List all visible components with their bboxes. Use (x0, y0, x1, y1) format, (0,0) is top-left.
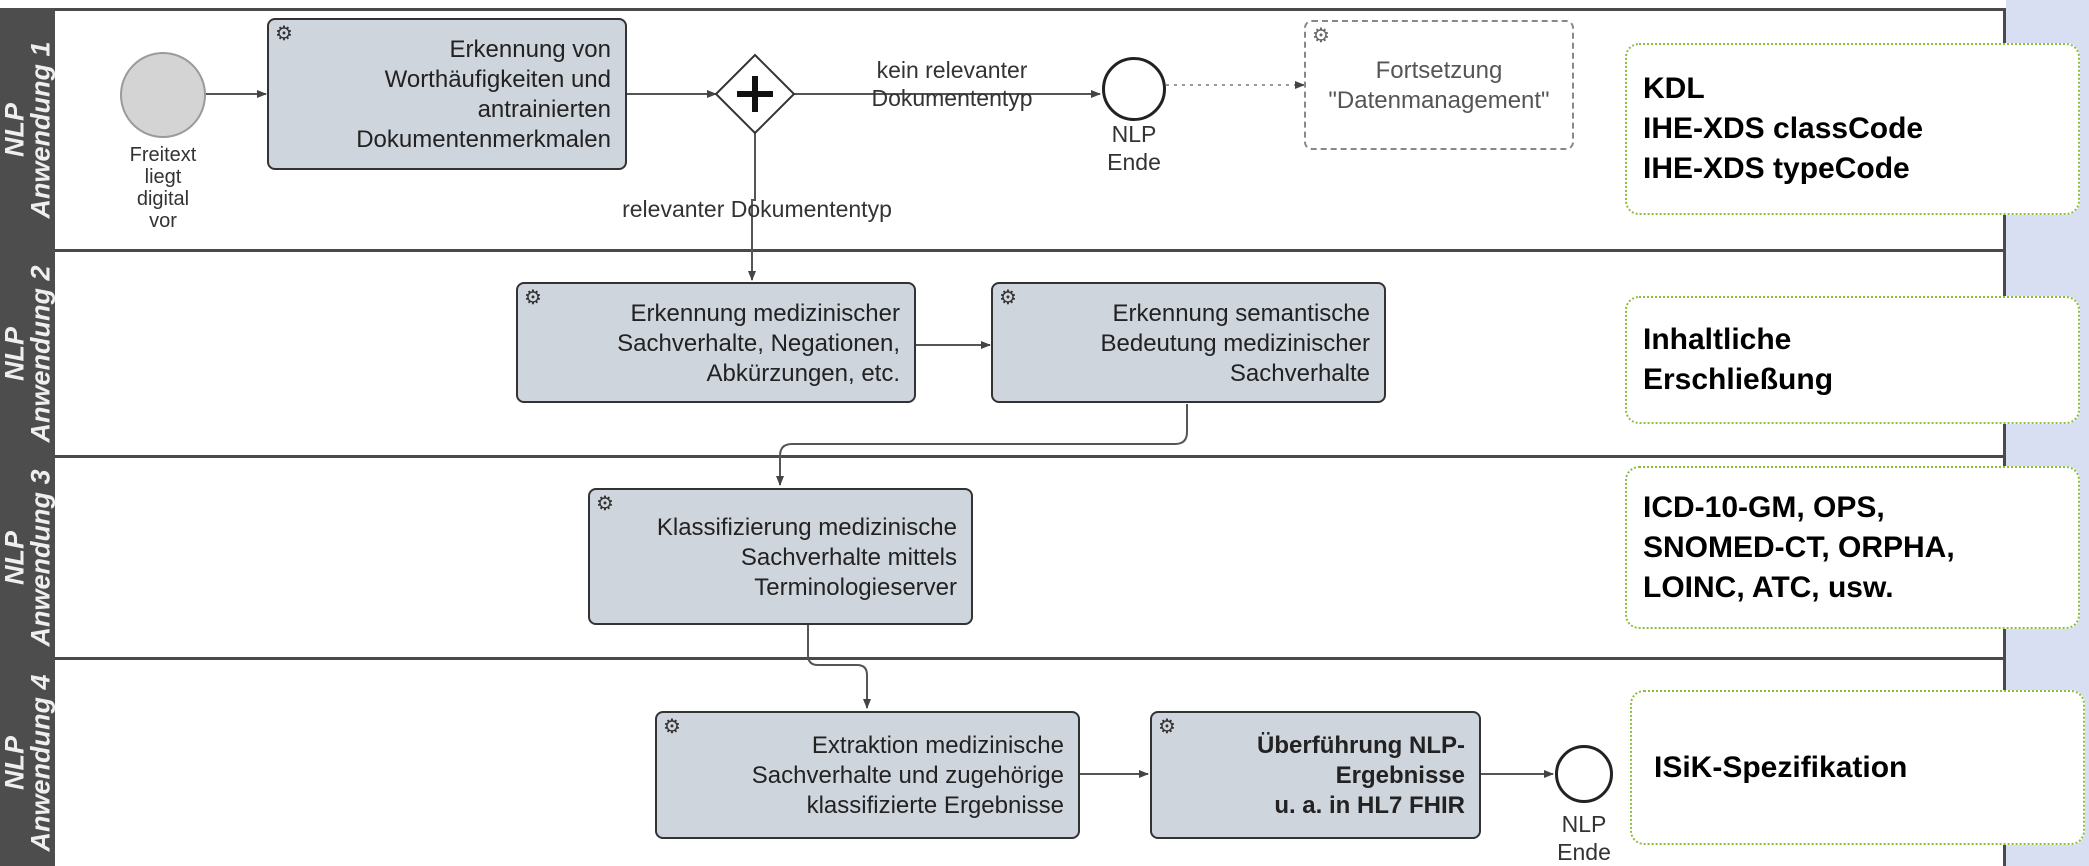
annotation-text: Inhaltliche Erschließung (1643, 323, 1834, 396)
flow-gateway-to-t2a (748, 133, 756, 281)
gear-icon: ⚙ (999, 287, 1017, 309)
lane-header-3: NLP Anwendung 3 (0, 457, 56, 659)
task-klassifizierung[interactable]: ⚙ Klassifizierung medizinische Sachverha… (588, 488, 973, 625)
task-worthaeufigkeiten[interactable]: ⚙ Erkennung von Worthäufigkeiten und ant… (267, 18, 627, 170)
flow-t2b-to-t3 (776, 404, 1188, 486)
flow-label-relevant: relevanter Dokumententyp (622, 196, 892, 222)
gear-icon: ⚙ (663, 716, 681, 738)
lane-separator-2 (55, 455, 2006, 458)
gear-icon: ⚙ (275, 23, 293, 45)
task-label: Erkennung semantische Bedeutung medizini… (1100, 299, 1371, 387)
parallel-gateway-plus-icon (714, 53, 796, 135)
annotation-terminologien: ICD-10-GM, OPS, SNOMED-CT, ORPHA, LOINC,… (1625, 466, 2080, 629)
annotation-text: ICD-10-GM, OPS, SNOMED-CT, ORPHA, LOINC,… (1643, 490, 1955, 604)
lane-separator-3 (55, 657, 2006, 660)
task-label: Fortsetzung "Datenmanagement" (1328, 57, 1550, 114)
end-event-2 (1555, 745, 1613, 803)
gear-icon: ⚙ (596, 493, 614, 515)
annotation-text: ISiK-Spezifikation (1654, 750, 1908, 784)
annotation-text: KDL IHE-XDS classCode IHE-XDS typeCode (1643, 72, 1924, 185)
annotation-isik: ISiK-Spezifikation (1630, 690, 2085, 845)
flow-t3-to-t4a (807, 625, 871, 709)
end-event-2-label: NLP Ende (1557, 811, 1611, 865)
lane-header-2: NLP Anwendung 2 (0, 251, 56, 457)
task-label: Klassifizierung medizinische Sachverhalt… (656, 513, 957, 601)
task-fortsetzung-datenmanagement[interactable]: ⚙ Fortsetzung "Datenmanagement" (1304, 20, 1574, 150)
task-label: Extraktion medizinische Sachverhalte und… (751, 732, 1064, 819)
task-label: Erkennung medizinischer Sachverhalte, Ne… (617, 299, 900, 387)
task-label: Überführung NLP- Ergebnisse u. a. in HL7… (1257, 732, 1465, 819)
start-event (120, 52, 206, 138)
flow-label-not-relevant: kein relevanter Dokumententyp (871, 57, 1033, 111)
annotation-kdl-ihe-xds: KDL IHE-XDS classCode IHE-XDS typeCode (1625, 43, 2080, 215)
task-label: Erkennung von Worthäufigkeiten und antra… (356, 36, 611, 153)
annotation-inhaltliche-erschliessung: Inhaltliche Erschließung (1625, 296, 2080, 424)
start-event-label: Freitext liegt digital vor (129, 144, 197, 232)
lane-header-4: NLP Anwendung 4 (0, 659, 56, 866)
lane-separator-1 (55, 249, 2006, 252)
task-erkennung-sachverhalte[interactable]: ⚙ Erkennung medizinischer Sachverhalte, … (516, 282, 916, 403)
gear-icon: ⚙ (1312, 25, 1330, 47)
task-semantische-bedeutung[interactable]: ⚙ Erkennung semantische Bedeutung medizi… (991, 282, 1386, 403)
task-extraktion[interactable]: ⚙ Extraktion medizinische Sachverhalte u… (655, 711, 1080, 839)
lane-header-1: NLP Anwendung 1 (0, 8, 56, 251)
task-ueberfuehrung-fhir[interactable]: ⚙ Überführung NLP- Ergebnisse u. a. in H… (1150, 711, 1481, 839)
end-event-1-label: NLP Ende (1107, 121, 1161, 175)
end-event-1 (1102, 57, 1166, 121)
gear-icon: ⚙ (1158, 716, 1176, 738)
gear-icon: ⚙ (524, 287, 542, 309)
